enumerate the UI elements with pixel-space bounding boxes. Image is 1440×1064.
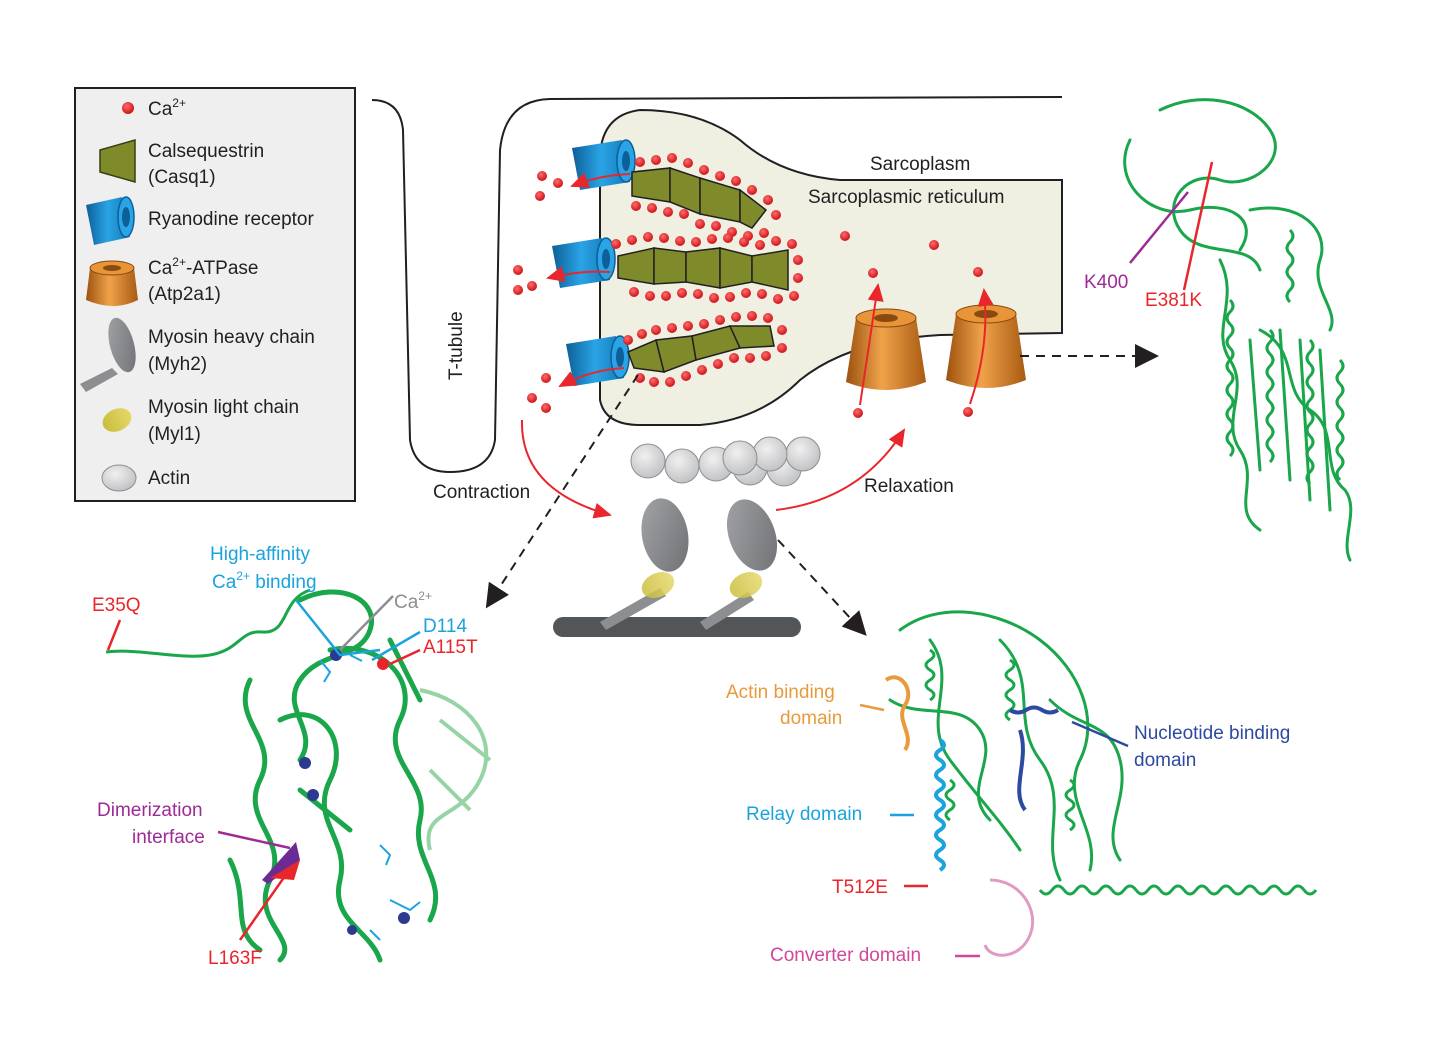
nucleotide-line2: domain	[1134, 750, 1196, 771]
sr-label: Sarcoplasmic reticulum	[808, 187, 1004, 208]
actin-binding-line1: Actin binding	[726, 682, 835, 703]
dimerization-line2: interface	[132, 827, 205, 848]
d114-pointer	[371, 630, 421, 662]
legend-atpase-icon	[86, 260, 138, 306]
legend-atpase-line1: Ca2+-ATPase	[148, 255, 259, 279]
dimerization-residue	[262, 842, 300, 884]
casq-calcium-sites	[299, 649, 410, 935]
a115t-label: A115T	[423, 637, 478, 658]
ca-atpase-pump-1	[846, 308, 926, 390]
ca-release-arrow-2	[546, 266, 611, 282]
actin-binding-domain-ribbon	[884, 675, 911, 752]
ca-ion-label: Ca2+	[394, 589, 432, 613]
actin-filament	[630, 436, 821, 487]
pointer-myosin-structure	[777, 539, 867, 636]
relay-label: Relay domain	[746, 804, 862, 825]
e381k-pointer	[1182, 161, 1214, 291]
atpase-helix-texture	[1225, 228, 1345, 486]
converter-domain-ribbon	[983, 878, 1035, 957]
legend-mlc-line1: Myosin light chain	[148, 397, 299, 418]
l163f-residue	[270, 860, 300, 880]
dimerization-line1: Dimerization	[97, 800, 203, 821]
ca-uptake-arrow-2	[969, 288, 994, 405]
atpase-ribbon-structure	[1123, 98, 1353, 562]
t512e-label: T512E	[832, 877, 888, 898]
relaxation-label: Relaxation	[864, 476, 954, 497]
calsequestrin-chain-2	[617, 247, 789, 291]
legend-ca: Ca2+	[148, 96, 186, 120]
legend-myosin-heavy-icon	[80, 317, 136, 392]
legend-calcium-icon	[122, 102, 134, 114]
ryanodine-receptor-3	[566, 335, 630, 386]
calsequestrin-chain-1	[631, 166, 768, 229]
e381k-label: E381K	[1145, 290, 1202, 311]
casq-n-terminal-tail	[105, 588, 311, 658]
legend-casq-line1: Calsequestrin	[148, 141, 264, 162]
legend-mhc-line1: Myosin heavy chain	[148, 327, 315, 348]
legend-calsequestrin-icon	[99, 139, 136, 183]
k400-pointer	[1129, 191, 1189, 264]
relaxation-arrow	[775, 428, 906, 511]
a115t-residue	[377, 658, 389, 670]
t-tubule-membrane	[371, 96, 1063, 474]
actin-binding-line2: domain	[780, 708, 842, 729]
e35q-label: E35Q	[92, 595, 141, 616]
legend-mhc-line2: (Myh2)	[148, 354, 207, 375]
legend-casq-line2: (Casq1)	[148, 167, 216, 188]
legend-myosin-light-icon	[102, 408, 132, 432]
casq-side-chains	[319, 654, 421, 941]
contraction-arrow	[520, 419, 612, 519]
ca-ion-pointer	[339, 595, 394, 651]
legend-mlc-line2: (Myl1)	[148, 424, 201, 445]
myosin-ribbon-structure	[888, 610, 1124, 882]
high-affinity-line2: Ca2+ binding	[212, 569, 317, 593]
legend-actin-icon	[101, 464, 137, 492]
legend-ryanodine-icon	[86, 196, 135, 245]
e35q-pointer	[106, 619, 122, 651]
myosin-thick-filament	[553, 617, 801, 637]
calsequestrin-chain-3	[627, 325, 775, 373]
k400-label: K400	[1084, 272, 1128, 293]
contraction-label: Contraction	[433, 482, 530, 503]
myosin-head-1	[600, 498, 689, 630]
d114-label: D114	[423, 616, 467, 637]
ryanodine-receptor-2	[552, 237, 616, 288]
casq-ribbon-faded	[419, 688, 492, 851]
a115t-pointer	[389, 648, 421, 666]
legend-actin: Actin	[148, 468, 190, 489]
myosin-helix-texture	[924, 648, 1318, 896]
l163f-pointer	[238, 875, 287, 941]
nucleotide-line1: Nucleotide binding	[1134, 723, 1290, 744]
ca-release-arrow-1	[570, 172, 631, 188]
high-affinity-line1: High-affinity	[210, 544, 310, 565]
relay-domain-ribbon	[934, 738, 946, 872]
l163f-label: L163F	[208, 948, 262, 969]
dimerization-pointer	[217, 830, 291, 850]
legend-box: Ca2+ Calsequestrin (Casq1) Ryanodine rec…	[74, 87, 356, 502]
legend-atpase-line2: (Atp2a1)	[148, 284, 221, 305]
ca-uptake-arrow-1	[859, 283, 884, 406]
myosin-head-2	[700, 499, 778, 630]
nucleotide-pointer	[1071, 720, 1129, 748]
legend-ryr: Ryanodine receptor	[148, 209, 314, 230]
ca-release-arrow-3	[558, 367, 625, 387]
actin-binding-pointer	[859, 703, 885, 712]
pointer-casq-structure	[485, 374, 639, 609]
converter-label: Converter domain	[770, 945, 921, 966]
t-tubule-label: T-tubule	[446, 311, 467, 380]
calcium-ions	[513, 153, 983, 418]
high-affinity-pointer	[295, 599, 381, 657]
sarcoplasm-label: Sarcoplasm	[870, 154, 970, 175]
nucleotide-binding-ribbon	[1008, 705, 1060, 812]
